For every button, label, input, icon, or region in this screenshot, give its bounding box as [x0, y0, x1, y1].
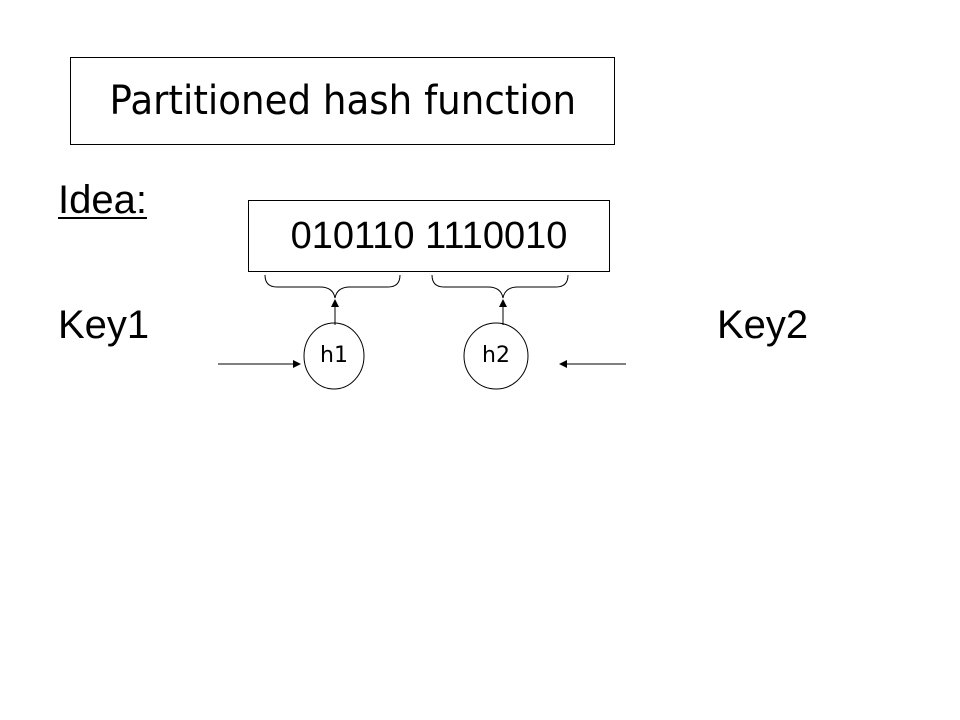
h2-label: h2 — [482, 343, 510, 368]
left-brace — [264, 274, 401, 299]
idea-label: Idea: — [58, 178, 147, 222]
hash-value-bits: 010110 1110010 — [290, 215, 568, 257]
title-box: Partitioned hash function — [70, 57, 615, 145]
hash-value-box: 010110 1110010 — [248, 200, 610, 272]
key2-label: Key2 — [717, 303, 809, 347]
right-brace — [431, 274, 569, 299]
key1-label: Key1 — [58, 303, 150, 347]
h1-label: h1 — [320, 343, 348, 368]
slide-title: Partitioned hash function — [109, 78, 576, 124]
